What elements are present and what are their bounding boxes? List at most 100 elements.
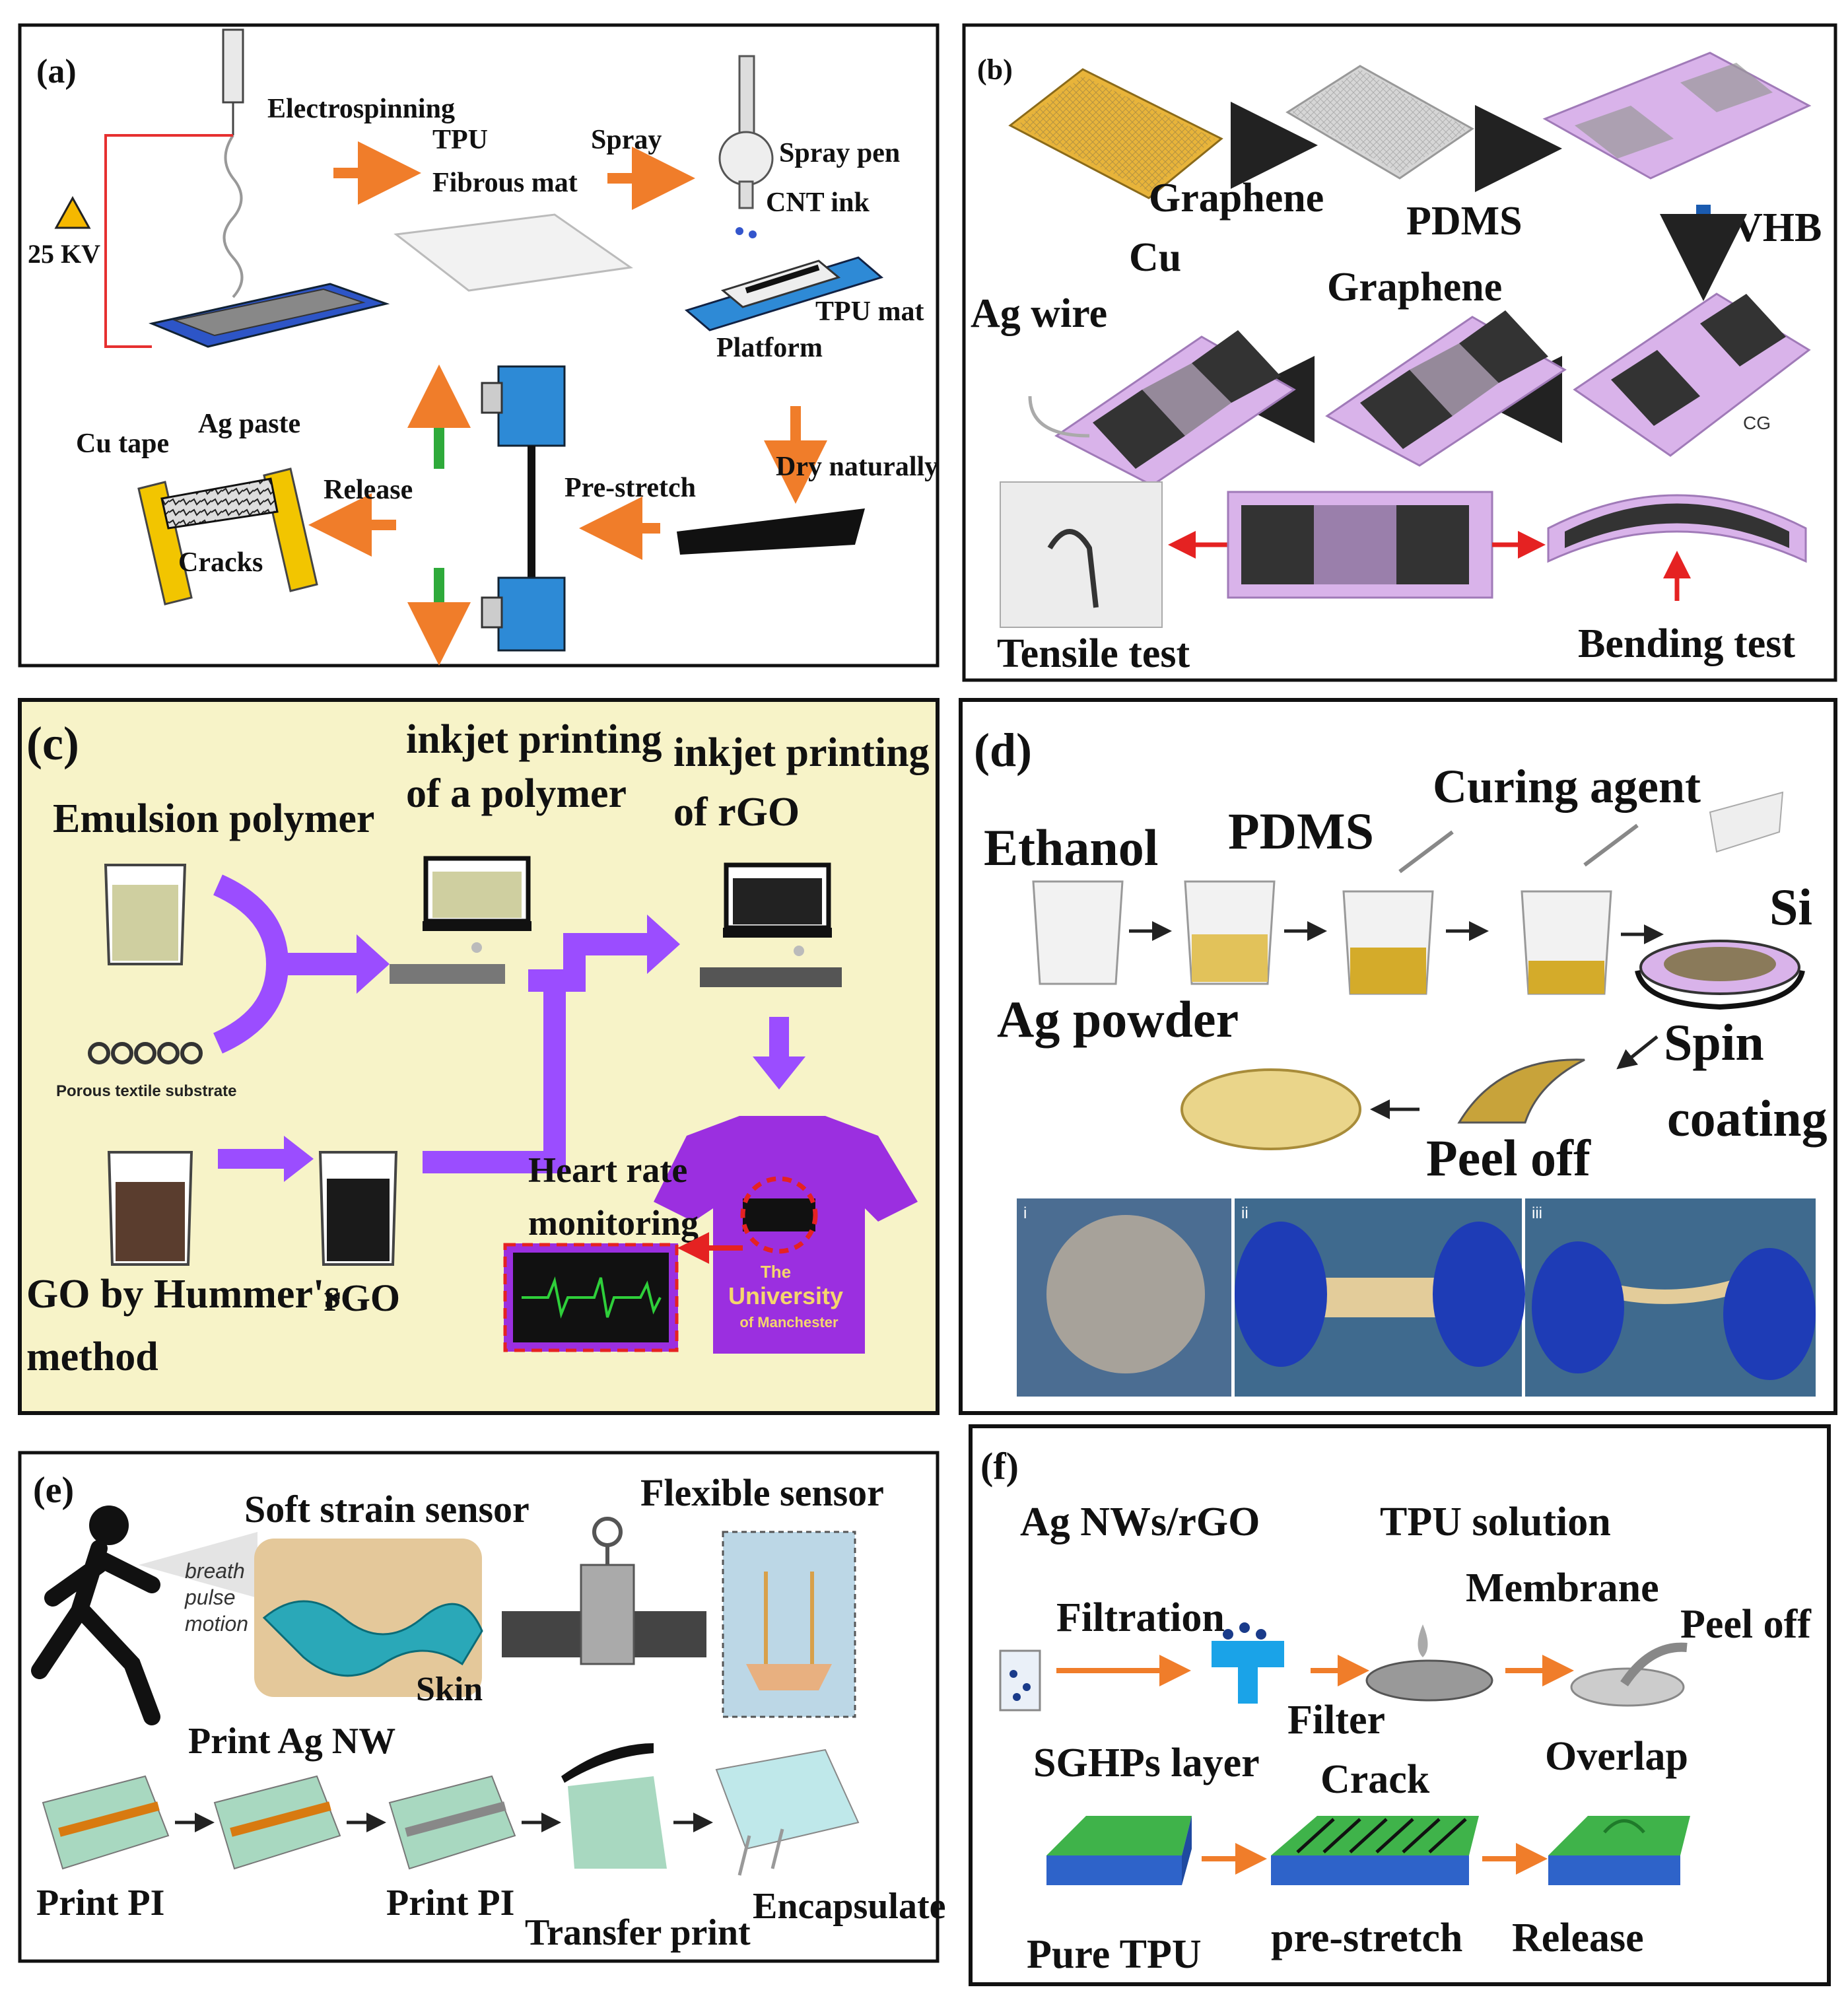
- ag-nws-rgo-label: Ag NWs/rGO: [1020, 1500, 1260, 1544]
- si-label: Si: [1769, 878, 1812, 936]
- collector-plate: [149, 283, 390, 348]
- electrospinning-label: Electrospinning: [267, 94, 455, 124]
- graphene-top-label: Graphene: [1149, 176, 1324, 221]
- pdms-label-d: PDMS: [1228, 802, 1374, 860]
- peeled-membrane: [1570, 1667, 1685, 1707]
- filtration-label: Filtration: [1056, 1595, 1225, 1640]
- panel-b-label: (b): [977, 53, 1013, 86]
- heart-rate-label-2: monitoring: [528, 1203, 699, 1243]
- panel-c-label: (c): [26, 717, 79, 770]
- printer-polymer: [390, 856, 531, 984]
- cg-electrode-2: [1700, 294, 1786, 366]
- shirt-text-3: of Manchester: [739, 1314, 838, 1331]
- vial-icon: [999, 1649, 1041, 1712]
- spin-label: Spin: [1664, 1014, 1764, 1071]
- inkjet-rgo-label-2: of rGO: [673, 790, 800, 835]
- rgo-label: rGO: [324, 1276, 400, 1319]
- peel-off-label-f: Peel off: [1680, 1602, 1812, 1647]
- ag-wire: [1028, 396, 1090, 438]
- pdms-label-b: PDMS: [1406, 199, 1523, 244]
- tensile-photo: [1000, 481, 1163, 628]
- tshirt-icon: [654, 1116, 918, 1354]
- membrane-label: Membrane: [1466, 1566, 1659, 1610]
- release-label: Release: [324, 475, 413, 505]
- panel-e: (e) Soft strain sensor Flexible sensor b…: [18, 1451, 946, 1963]
- filter-label: Filter: [1287, 1698, 1385, 1743]
- cg-label: CG: [1743, 413, 1771, 433]
- photo-i-label: i: [1023, 1204, 1027, 1222]
- tpu-solution-label: TPU solution: [1380, 1500, 1611, 1544]
- flexible-sensor-label: Flexible sensor: [640, 1471, 884, 1514]
- transfer-print-label: Transfer print: [525, 1912, 751, 1953]
- graphene-mid-label: Graphene: [1327, 265, 1502, 310]
- coating-label: coating: [1667, 1090, 1828, 1147]
- print-pi-label-2: Print PI: [386, 1883, 514, 1923]
- inkjet-polymer-label-2: of a polymer: [406, 771, 627, 816]
- panel-f-label: (f): [980, 1445, 1019, 1488]
- cnt-ink-label: CNT ink: [766, 188, 870, 218]
- ag-pdms-film: [1181, 1068, 1361, 1150]
- final-device-a: [137, 467, 318, 606]
- fibrous-mat-label: Fibrous mat: [432, 168, 578, 198]
- syringe-icon: [222, 28, 244, 298]
- panel-e-label: (e): [33, 1470, 74, 1511]
- panel-f: (f) Ag NWs/rGO TPU solution Filtration M…: [969, 1424, 1831, 1986]
- step-transfer: [568, 1776, 667, 1869]
- panel-c: (c) inkjet printing of a polymer inkjet …: [18, 698, 940, 1415]
- photo-iii-label: iii: [1532, 1204, 1542, 1222]
- print-ag-nw-label: Print Ag NW: [188, 1721, 395, 1762]
- panel-d: (d) Curing agent Ethanol PDMS Si Ag powd…: [959, 698, 1837, 1415]
- bending-sample: [1547, 494, 1807, 563]
- sghps-layer-label: SGHPs layer: [1033, 1741, 1260, 1785]
- voltage-circuit: [104, 134, 233, 348]
- shirt-text-1: The: [761, 1262, 791, 1282]
- ag-paste-label: Ag paste: [198, 409, 300, 439]
- block-crack: [1271, 1816, 1479, 1885]
- emulsion-polymer-label: Emulsion polymer: [53, 796, 374, 841]
- release-label-f: Release: [1512, 1916, 1644, 1960]
- panel-d-label: (d): [974, 724, 1032, 777]
- inkjet-rgo-label-1: inkjet printing: [673, 730, 930, 775]
- panel-a-label: (a): [36, 53, 77, 90]
- motion-label: motion: [185, 1612, 248, 1636]
- peel-off-label-d: Peel off: [1426, 1129, 1591, 1187]
- tpu-label: TPU: [432, 125, 488, 155]
- tpu-fibrous-mat: [394, 213, 633, 292]
- block-release: [1548, 1816, 1690, 1885]
- spray-pen-icon: [718, 55, 774, 238]
- spray-pen-label: Spray pen: [779, 138, 900, 168]
- pulse-label: pulse: [184, 1585, 236, 1609]
- membrane-disc: [1365, 1659, 1493, 1702]
- photo-ii-label: ii: [1241, 1204, 1249, 1222]
- strain-sensor-film: [262, 1600, 483, 1677]
- skin-label: Skin: [416, 1671, 483, 1708]
- pipe-valve-icon: [502, 1517, 706, 1665]
- spray-platform: [684, 256, 884, 331]
- go-hummers-label-2: method: [26, 1334, 158, 1379]
- panel-b: (b) Graphene Cu PDMS VHB CG Graphene Ag …: [962, 23, 1837, 682]
- crack-label: Crack: [1320, 1757, 1430, 1802]
- dry-naturally-label: Dry naturally: [776, 452, 938, 482]
- print-pi-label-1: Print PI: [36, 1883, 164, 1923]
- overlap-label: Overlap: [1545, 1734, 1688, 1779]
- platform-label: Platform: [716, 333, 823, 363]
- go-hummers-label-1: GO by Hummer's: [26, 1272, 340, 1317]
- soft-strain-sensor-label: Soft strain sensor: [244, 1488, 530, 1531]
- curing-agent-label: Curing agent: [1433, 760, 1701, 813]
- dried-film: [677, 508, 865, 555]
- stretch-clamp: [481, 365, 566, 652]
- bending-test-label: Bending test: [1578, 621, 1795, 666]
- shirt-text-2: University: [728, 1282, 843, 1309]
- panel-a: (a) 25 KV Electrospinning TPU Fibrous ma…: [18, 23, 940, 668]
- cg-electrode-1: [1611, 350, 1700, 426]
- runner-icon: [31, 1506, 160, 1725]
- pre-stretch-label: Pre-stretch: [565, 473, 696, 503]
- pre-stretch-label-f: pre-stretch: [1271, 1916, 1462, 1960]
- transfer-film: [561, 1743, 654, 1783]
- cracks-label: Cracks: [178, 547, 263, 578]
- cu-tape-label: Cu tape: [76, 429, 169, 459]
- warning-icon: [54, 195, 91, 229]
- voltage-label: 25 KV: [28, 239, 100, 269]
- cup-ethanol: [1032, 880, 1124, 985]
